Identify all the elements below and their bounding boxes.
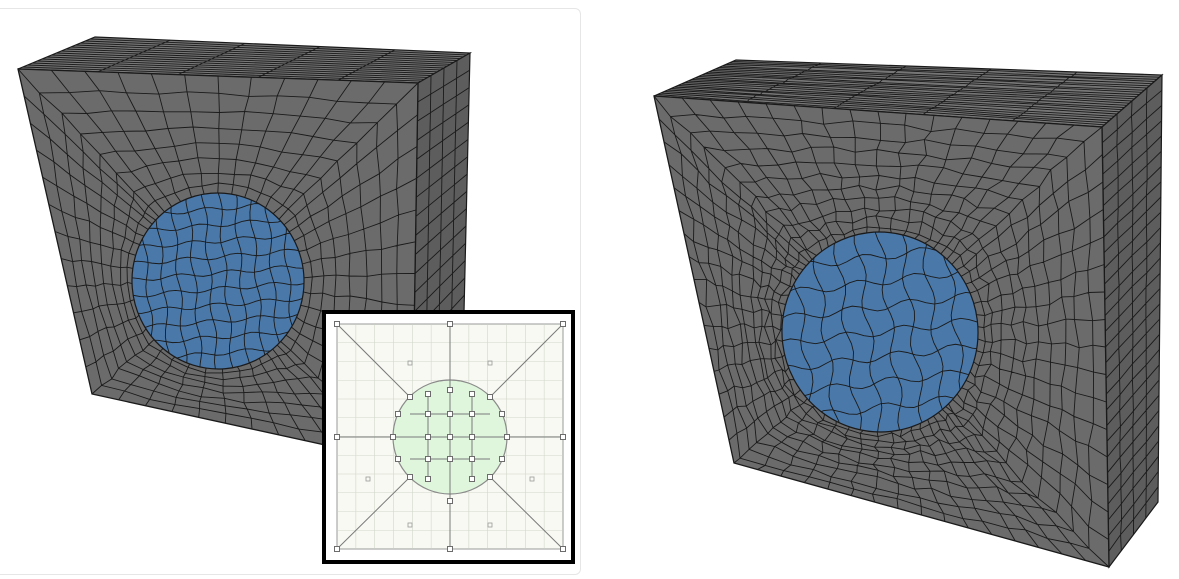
inset-node xyxy=(425,391,431,397)
unstructured-mesh-block xyxy=(653,59,1164,569)
inset-node xyxy=(560,546,566,552)
inset-face-marker xyxy=(407,360,413,366)
inset-node xyxy=(447,387,453,393)
inset-node xyxy=(334,321,340,327)
inset-block-edge xyxy=(489,323,564,398)
inset-node xyxy=(487,394,493,400)
inset-face-marker xyxy=(365,476,371,482)
structured-block xyxy=(17,36,473,466)
structured-mesh-block xyxy=(17,36,575,564)
unstructured-mesh-panel xyxy=(636,20,1179,575)
hole-mesh-lines xyxy=(126,187,310,375)
inset-node xyxy=(407,394,413,400)
inset-face-marker xyxy=(487,360,493,366)
inset-node xyxy=(425,434,431,440)
inset-node xyxy=(334,546,340,552)
inset-face-marker xyxy=(529,476,535,482)
inset-node xyxy=(469,456,475,462)
inset-node xyxy=(469,411,475,417)
inset-node xyxy=(407,474,413,480)
block-decomposition-inset xyxy=(322,310,575,564)
inset-node xyxy=(395,411,401,417)
inset-node xyxy=(447,321,453,327)
inset-node xyxy=(560,321,566,327)
inset-node xyxy=(425,476,431,482)
hole-mesh-lines xyxy=(774,223,987,441)
inset-block-edge xyxy=(489,476,564,550)
inset-block-edge xyxy=(336,323,411,398)
inset-node xyxy=(390,434,396,440)
inset-node xyxy=(560,434,566,440)
inset-node xyxy=(469,476,475,482)
inset-node xyxy=(395,456,401,462)
inset-node xyxy=(469,434,475,440)
inset-block-edge xyxy=(336,476,411,550)
inset-node xyxy=(487,474,493,480)
inset-node xyxy=(447,498,453,504)
hole-face xyxy=(774,223,987,441)
inset-node xyxy=(469,391,475,397)
inset-node xyxy=(504,434,510,440)
unstructured-block xyxy=(653,59,1164,569)
inset-face-marker xyxy=(407,522,413,528)
inset-node xyxy=(499,456,505,462)
inset-node xyxy=(447,546,453,552)
inset-node xyxy=(334,434,340,440)
inset-node xyxy=(499,411,505,417)
structured-mesh-panel xyxy=(0,8,581,575)
hole-face xyxy=(126,187,310,375)
inset-node xyxy=(447,411,453,417)
inset-node xyxy=(447,456,453,462)
inset-face-marker xyxy=(487,522,493,528)
inset-node xyxy=(425,411,431,417)
front-face-mesh-lines xyxy=(653,95,1110,568)
inset-node xyxy=(425,456,431,462)
inset-node xyxy=(447,434,453,440)
